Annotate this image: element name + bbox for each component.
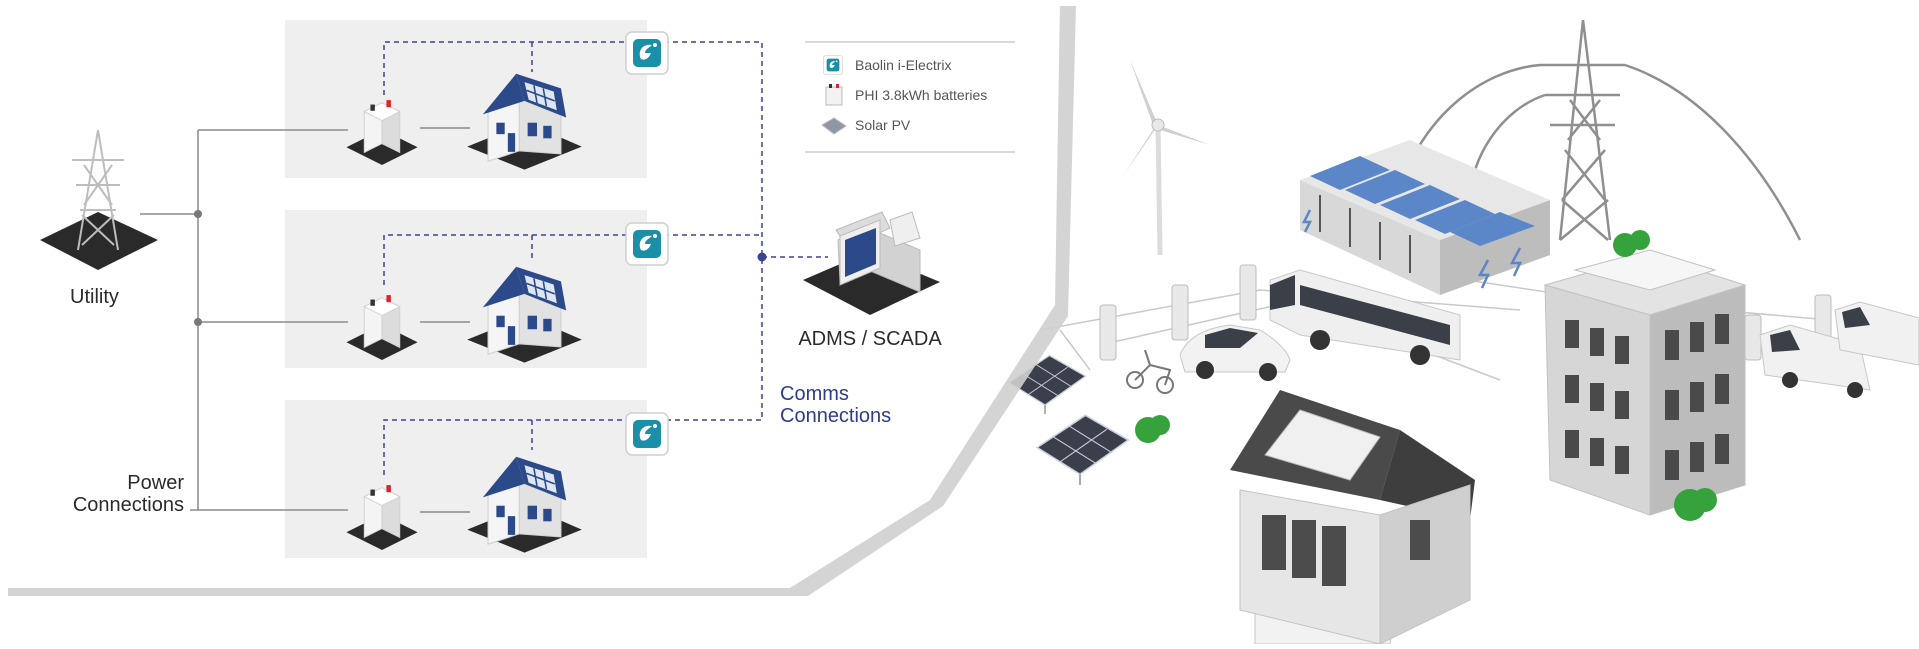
legend-battery-label: PHI 3.8kWh batteries bbox=[855, 87, 987, 103]
legend-battery-icon bbox=[825, 84, 843, 106]
power-connections-label-line2: Connections bbox=[73, 494, 184, 516]
office-building-icon bbox=[1543, 249, 1747, 516]
scada-computer-icon bbox=[803, 211, 940, 315]
controller-icon bbox=[625, 222, 669, 266]
controller-icon bbox=[625, 412, 669, 456]
legend-controller-label: Baolin i-Electrix bbox=[855, 57, 951, 73]
power-connections-label-line1: Power bbox=[127, 472, 184, 494]
utility-label: Utility bbox=[70, 286, 119, 308]
controller-icon bbox=[625, 31, 669, 75]
tree-icon bbox=[1135, 230, 1717, 521]
site-panel-2 bbox=[285, 210, 647, 368]
battery-storage-icon bbox=[1300, 140, 1550, 295]
comms-connections bbox=[383, 41, 828, 475]
wind-turbine-icon bbox=[1124, 60, 1210, 256]
site-panel-3 bbox=[285, 400, 647, 558]
legend-solar-icon bbox=[821, 117, 847, 135]
adms-scada-label: ADMS / SCADA bbox=[798, 328, 942, 350]
utility-tower-icon bbox=[40, 129, 158, 270]
scooter-icon bbox=[1126, 349, 1174, 394]
legend: Baolin i-Electrix PHI 3.8kWh batteries S… bbox=[805, 41, 1015, 153]
comms-connections-label-line1: Comms bbox=[780, 383, 849, 405]
power-junction-1 bbox=[194, 210, 202, 218]
van-icon bbox=[1759, 301, 1919, 398]
bus-icon bbox=[1269, 269, 1461, 365]
city-illustration bbox=[850, 0, 1919, 645]
ev-charger-icon bbox=[1099, 264, 1832, 361]
comms-connections-label-line2: Connections bbox=[780, 405, 891, 427]
legend-controller-icon bbox=[823, 55, 843, 75]
legend-solar-label: Solar PV bbox=[855, 117, 911, 133]
power-junction-2 bbox=[194, 318, 202, 326]
site-panel-1 bbox=[285, 20, 647, 178]
comms-junction bbox=[757, 252, 767, 262]
